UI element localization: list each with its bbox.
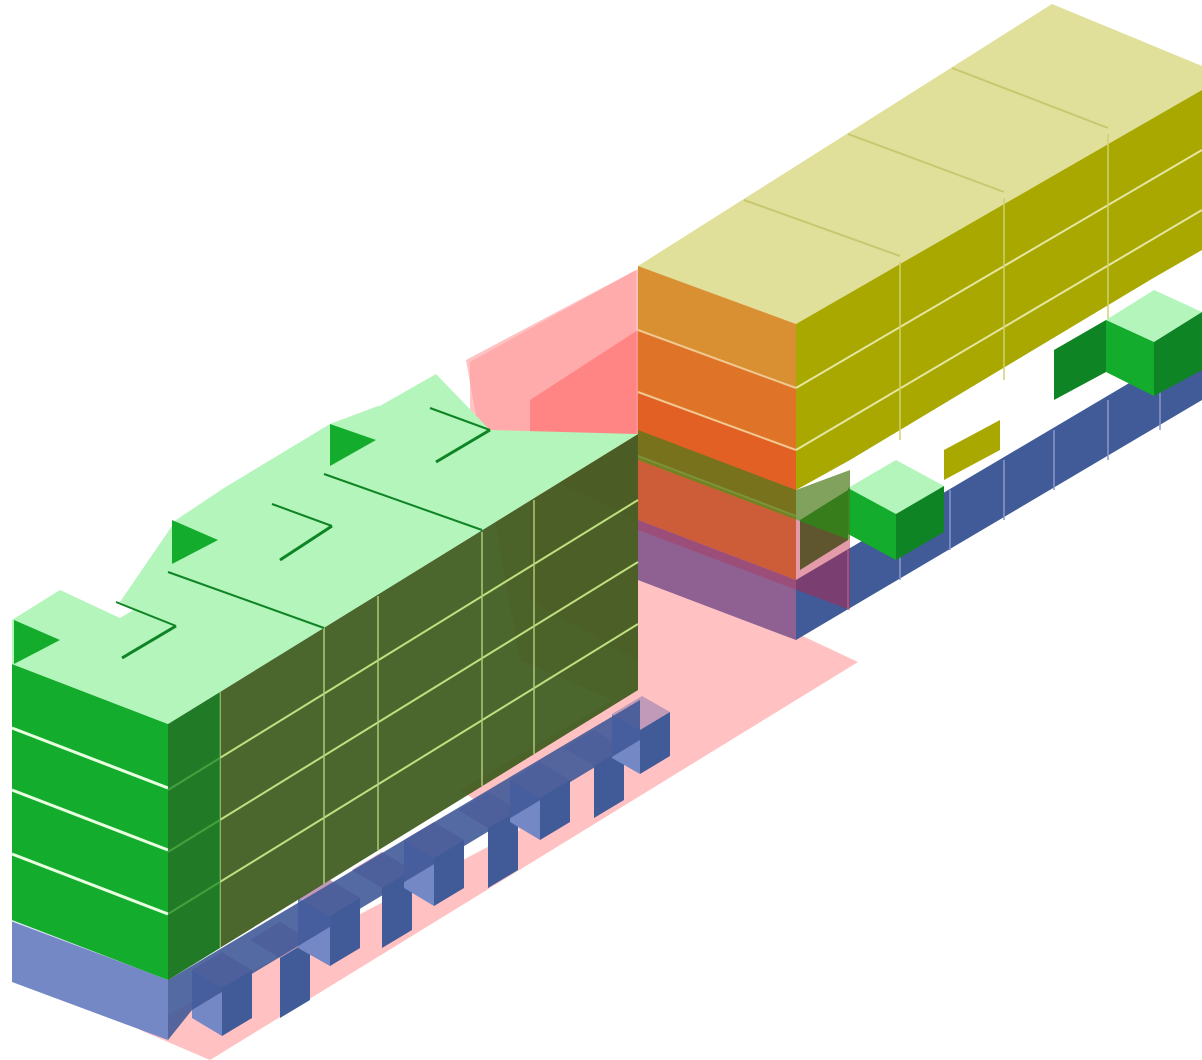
yellow-roof — [638, 4, 1202, 324]
green-roof-main — [120, 406, 638, 692]
green-cubes-right — [800, 290, 1202, 570]
green-terraced-block — [11, 374, 639, 980]
